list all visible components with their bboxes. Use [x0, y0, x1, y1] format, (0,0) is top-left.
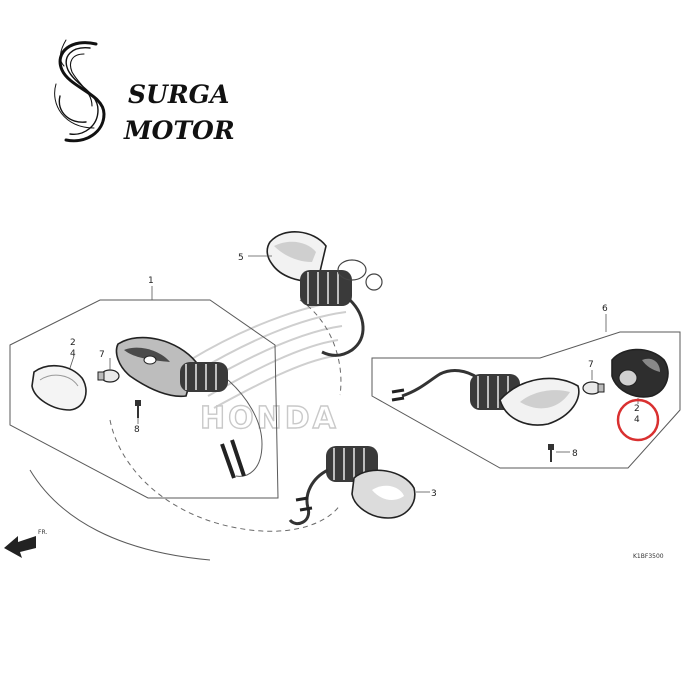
- harness-guide-middle: [299, 299, 342, 396]
- callout-7-left: 7: [99, 350, 105, 360]
- diagram-code: K1BF3500: [633, 553, 664, 560]
- callout-4-left: 4: [70, 349, 76, 359]
- front-arrow-icon: [4, 536, 36, 558]
- bulb-right: [582, 381, 605, 395]
- callout-8-left: 8: [134, 425, 140, 435]
- honda-watermark-text: HONDA: [200, 401, 339, 436]
- brand-name-line-1: SURGA: [128, 80, 229, 109]
- turn-signal-assembly-rear-right: [288, 446, 416, 525]
- callout-2-left: 2: [70, 338, 76, 348]
- harness-guide-outer: [29, 469, 211, 561]
- callout-8-right: 8: [572, 449, 578, 459]
- harness-guide-lower: [109, 419, 341, 532]
- bulb-left: [97, 369, 120, 383]
- lens-shading-left: [39, 374, 79, 387]
- surga-motor-logo: SURGA MOTOR: [54, 39, 235, 145]
- screw-left: [135, 400, 141, 418]
- callout-3: 3: [431, 489, 437, 499]
- callout-6: 6: [602, 304, 608, 314]
- turn-signal-assembly-left: [115, 336, 263, 479]
- turn-signal-socket-right: [611, 348, 669, 398]
- callout-7-right: 7: [588, 360, 594, 370]
- leader-lines: [69, 255, 639, 493]
- callout-1: 1: [148, 276, 154, 286]
- group-box-right: [371, 331, 681, 469]
- callout-2-right: 2: [634, 404, 640, 414]
- s-swirl-logo-icon: [54, 39, 106, 143]
- turn-signal-lens-left: [31, 365, 87, 411]
- front-direction-indicator: FR.: [4, 529, 47, 558]
- brand-name-line-2: MOTOR: [123, 116, 235, 145]
- front-label: FR.: [38, 529, 47, 536]
- callout-4-right: 4: [634, 415, 640, 425]
- turn-signal-assembly-right: [391, 369, 580, 426]
- highlight-circle: [616, 398, 660, 442]
- turn-signal-assembly-rear-left: [266, 231, 383, 357]
- group-box-left: [9, 299, 279, 499]
- screw-right: [548, 444, 554, 462]
- callout-5: 5: [238, 253, 244, 263]
